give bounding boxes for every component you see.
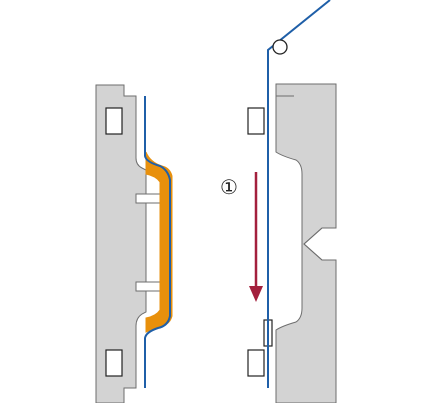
left-mold-half — [95, 84, 147, 403]
right-mold-half — [275, 83, 337, 403]
step-number-label: ① — [220, 175, 238, 199]
left-film — [144, 96, 171, 388]
right-mold-core-line — [303, 227, 336, 261]
left-mold-slot-top — [105, 107, 123, 135]
left-mold-pin-bottom — [135, 281, 163, 292]
film-roller — [272, 39, 288, 55]
left-mold-pin-top — [135, 193, 163, 204]
molded-material — [145, 151, 173, 333]
movement-arrow-head — [249, 286, 263, 302]
left-mold-slot-bottom — [105, 349, 123, 377]
right-mold-slot-top — [247, 107, 265, 135]
right-mold-slot-bottom — [247, 349, 265, 377]
right-film — [267, 0, 331, 388]
